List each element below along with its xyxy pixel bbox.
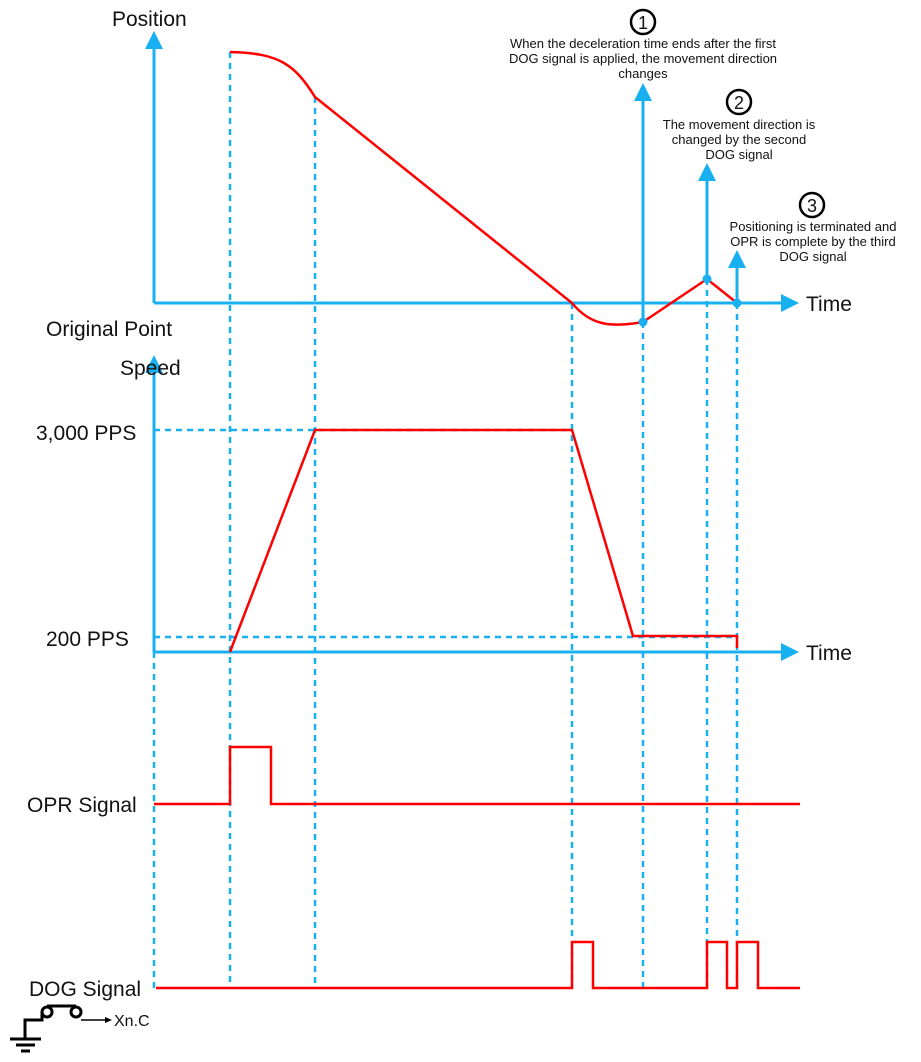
time-markers [152, 52, 739, 988]
svg-text:DOG signal: DOG signal [779, 249, 846, 264]
point-2-dot [702, 274, 712, 284]
position-chart: Position Time Original Point 1 When the … [46, 8, 896, 341]
svg-text:3: 3 [807, 196, 817, 216]
opr-signal: OPR Signal [27, 745, 800, 817]
svg-text:When the deceleration time end: When the deceleration time ends after th… [510, 36, 776, 51]
svg-text:changed by the second: changed by the second [672, 132, 806, 147]
opr-signal-trace [154, 745, 800, 806]
annotation-2: 2 The movement direction is changed by t… [663, 88, 816, 162]
number-circle-icon [629, 8, 657, 36]
dog-signal-label: DOG Signal [29, 978, 141, 1001]
svg-text:The movement direction is: The movement direction is [663, 117, 816, 132]
speed-curve [228, 428, 739, 653]
speed-time-label: Time [806, 642, 852, 665]
dog-signal: DOG Signal [29, 940, 800, 1001]
switch-output-label: Xn.C [114, 1013, 150, 1030]
svg-text:DOG signal: DOG signal [705, 147, 772, 162]
number-circle-icon [725, 88, 753, 116]
svg-text:changes: changes [618, 66, 668, 81]
position-axis-label: Position [112, 8, 187, 31]
svg-text:2: 2 [734, 93, 744, 113]
annotation-3: 3 Positioning is terminated and OPR is c… [730, 191, 897, 264]
opr-signal-label: OPR Signal [27, 794, 137, 817]
position-time-label: Time [806, 293, 852, 316]
number-circle-icon [798, 191, 826, 219]
creep-speed-label: 200 PPS [46, 628, 129, 651]
svg-text:DOG signal is applied, the mov: DOG signal is applied, the movement dire… [509, 51, 777, 66]
point-3-dot [732, 298, 742, 308]
svg-text:Positioning is terminated and: Positioning is terminated and [730, 219, 897, 234]
point-1-dot [638, 317, 648, 327]
annotation-1: 1 When the deceleration time ends after … [509, 8, 777, 81]
dog-switch-icon: Xn.C [10, 1004, 150, 1053]
high-speed-label: 3,000 PPS [36, 422, 136, 445]
speed-chart: Speed Time 3,000 PPS 200 PPS [36, 355, 852, 665]
original-point-label: Original Point [46, 318, 172, 341]
position-curve [229, 50, 738, 326]
speed-axis-label: Speed [120, 357, 181, 380]
svg-text:1: 1 [638, 13, 648, 33]
dog-signal-trace [156, 940, 800, 990]
svg-text:OPR is complete by the third: OPR is complete by the third [730, 234, 895, 249]
